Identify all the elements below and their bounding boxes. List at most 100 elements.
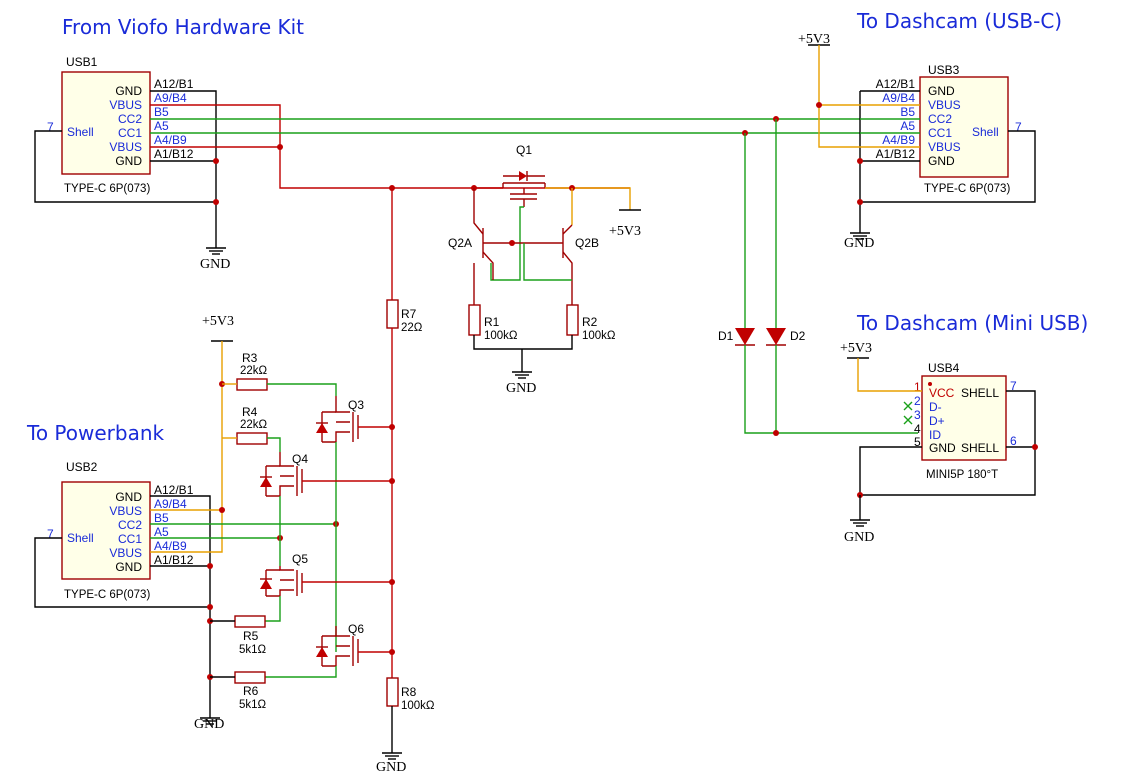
usb2-shell-label: Shell [67, 531, 94, 545]
usb3-pin-number: A4/B9 [882, 133, 915, 147]
d2-diode: D2 [766, 328, 806, 346]
r1-value: 100kΩ [484, 330, 518, 342]
q5-label: Q5 [292, 552, 308, 566]
usb3-pin-name: CC2 [928, 112, 952, 126]
q5-mosfet: Q5 [260, 552, 392, 597]
usb4-pin-name: VCC [929, 386, 955, 400]
usb2-connector: USB2 TYPE-C 6P(073) Shell 7 GND VBUS CC2… [47, 460, 194, 601]
r7-value: 22Ω [401, 322, 423, 334]
usb2-pin-number: B5 [154, 511, 169, 525]
usb1-pin-name: CC1 [118, 126, 142, 140]
q2b-label: Q2B [575, 236, 599, 250]
gnd-label: GND [200, 257, 230, 272]
usb3-pin-name: VBUS [928, 98, 961, 112]
r3-ref: R3 [242, 351, 258, 365]
usb4-shell-pin-top: 7 [1010, 379, 1017, 393]
r7-resistor: R7 22Ω [386, 299, 423, 334]
usb2-pin-name: CC2 [118, 518, 142, 532]
usb4-body [921, 375, 1007, 461]
usb3-pin-number: B5 [900, 105, 915, 119]
r3-resistor: R3 22kΩ [236, 351, 268, 391]
gnd-label: GND [376, 760, 406, 775]
title-to-dashcam-usbc: To Dashcam (USB-C) [856, 9, 1062, 33]
usb2-ref: USB2 [66, 460, 98, 474]
usb2-pin-name: VBUS [109, 504, 142, 518]
q3-mosfet: Q3 [316, 396, 392, 443]
usb2-pin-name: GND [115, 560, 142, 574]
usb1-pin-name: VBUS [109, 98, 142, 112]
usb1-body [61, 71, 151, 175]
usb1-pin-name: VBUS [109, 140, 142, 154]
q4-mosfet: Q4 [260, 452, 392, 497]
title-from-viofo: From Viofo Hardware Kit [62, 15, 304, 39]
usb1-pin-name: GND [115, 84, 142, 98]
title-to-dashcam-mini-usb: To Dashcam (Mini USB) [856, 311, 1088, 335]
v5v3-label: +5V3 [609, 224, 641, 239]
q4-label: Q4 [292, 452, 308, 466]
usb3-pin-number: A1/B12 [876, 147, 916, 161]
usb3-ref: USB3 [928, 63, 960, 77]
usb1-pin-number: A1/B12 [154, 147, 194, 161]
r7-ref: R7 [401, 307, 417, 321]
usb3-connector: USB3 TYPE-C 6P(073) Shell 7 GND VBUS CC2… [876, 63, 1022, 195]
usb3-pin-name: GND [928, 154, 955, 168]
r4-ref: R4 [242, 405, 258, 419]
usb1-shell-label: Shell [67, 125, 94, 139]
usb3-footprint: TYPE-C 6P(073) [924, 183, 1010, 195]
usb2-pin-number: A9/B4 [154, 497, 187, 511]
q3-label: Q3 [348, 398, 364, 412]
d1-diode: D1 [718, 328, 755, 346]
usb3-pin-number: A5 [900, 119, 915, 133]
usb1-pin-number: A5 [154, 119, 169, 133]
usb2-pin-number: A5 [154, 525, 169, 539]
usb3-pin-name: VBUS [928, 140, 961, 154]
usb3-shell-label: Shell [972, 125, 999, 139]
usb4-pin-number: 4 [914, 422, 921, 436]
usb3-pin-number: A12/B1 [876, 77, 916, 91]
usb1-ref: USB1 [66, 55, 98, 69]
v5v3-label: +5V3 [202, 314, 234, 329]
usb4-pin-number: 3 [914, 408, 921, 422]
usb3-body [919, 76, 1009, 178]
usb3-pin-number: A9/B4 [882, 91, 915, 105]
q2a-label: Q2A [448, 236, 472, 250]
d2-label: D2 [790, 329, 806, 343]
usb4-pin-name: D+ [929, 414, 945, 428]
q6-label: Q6 [348, 622, 364, 636]
usb4-shell-pin-bottom: 6 [1010, 434, 1017, 448]
usb1-footprint: TYPE-C 6P(073) [64, 183, 150, 195]
gnd-label: GND [844, 530, 874, 545]
usb1-pin-name: CC2 [118, 112, 142, 126]
q2a-transistor: Q2A [448, 188, 512, 280]
usb4-footprint: MINI5P 180°T [926, 469, 998, 481]
usb1-pin-number: A12/B1 [154, 77, 194, 91]
usb4-pin-number: 1 [914, 380, 921, 394]
usb4-pin-number: 2 [914, 394, 921, 408]
r1-resistor: R1 100kΩ [468, 304, 518, 342]
usb3-shell-pin: 7 [1015, 120, 1022, 134]
usb2-pin-name: CC1 [118, 532, 142, 546]
usb1-pin-number: B5 [154, 105, 169, 119]
usb4-pin-name: GND [929, 441, 956, 455]
r2-resistor: R2 100kΩ [566, 304, 616, 342]
r8-ref: R8 [401, 685, 417, 699]
usb2-shell-pin: 7 [47, 527, 54, 541]
gnd-label: GND [844, 236, 874, 251]
r5-ref: R5 [243, 629, 259, 643]
gnd-label: GND [506, 381, 536, 396]
usb4-ref: USB4 [928, 361, 960, 375]
usb2-pin-number: A12/B1 [154, 483, 194, 497]
usb1-pin-number: A9/B4 [154, 91, 187, 105]
no-connect-markers [903, 401, 913, 425]
usb3-pin-name: GND [928, 84, 955, 98]
usb4-shell-bottom: SHELL [961, 441, 999, 455]
usb4-pin-name: D- [929, 400, 942, 414]
usb2-pin-name: GND [115, 490, 142, 504]
r6-resistor: R6 5k1Ω [234, 671, 267, 711]
q1-mosfet: Q1 [502, 143, 546, 207]
usb1-shell-pin: 7 [47, 120, 54, 134]
usb2-footprint: TYPE-C 6P(073) [64, 589, 150, 601]
r8-resistor: R8 100kΩ [386, 677, 435, 712]
v5v3-label: +5V3 [840, 341, 872, 356]
